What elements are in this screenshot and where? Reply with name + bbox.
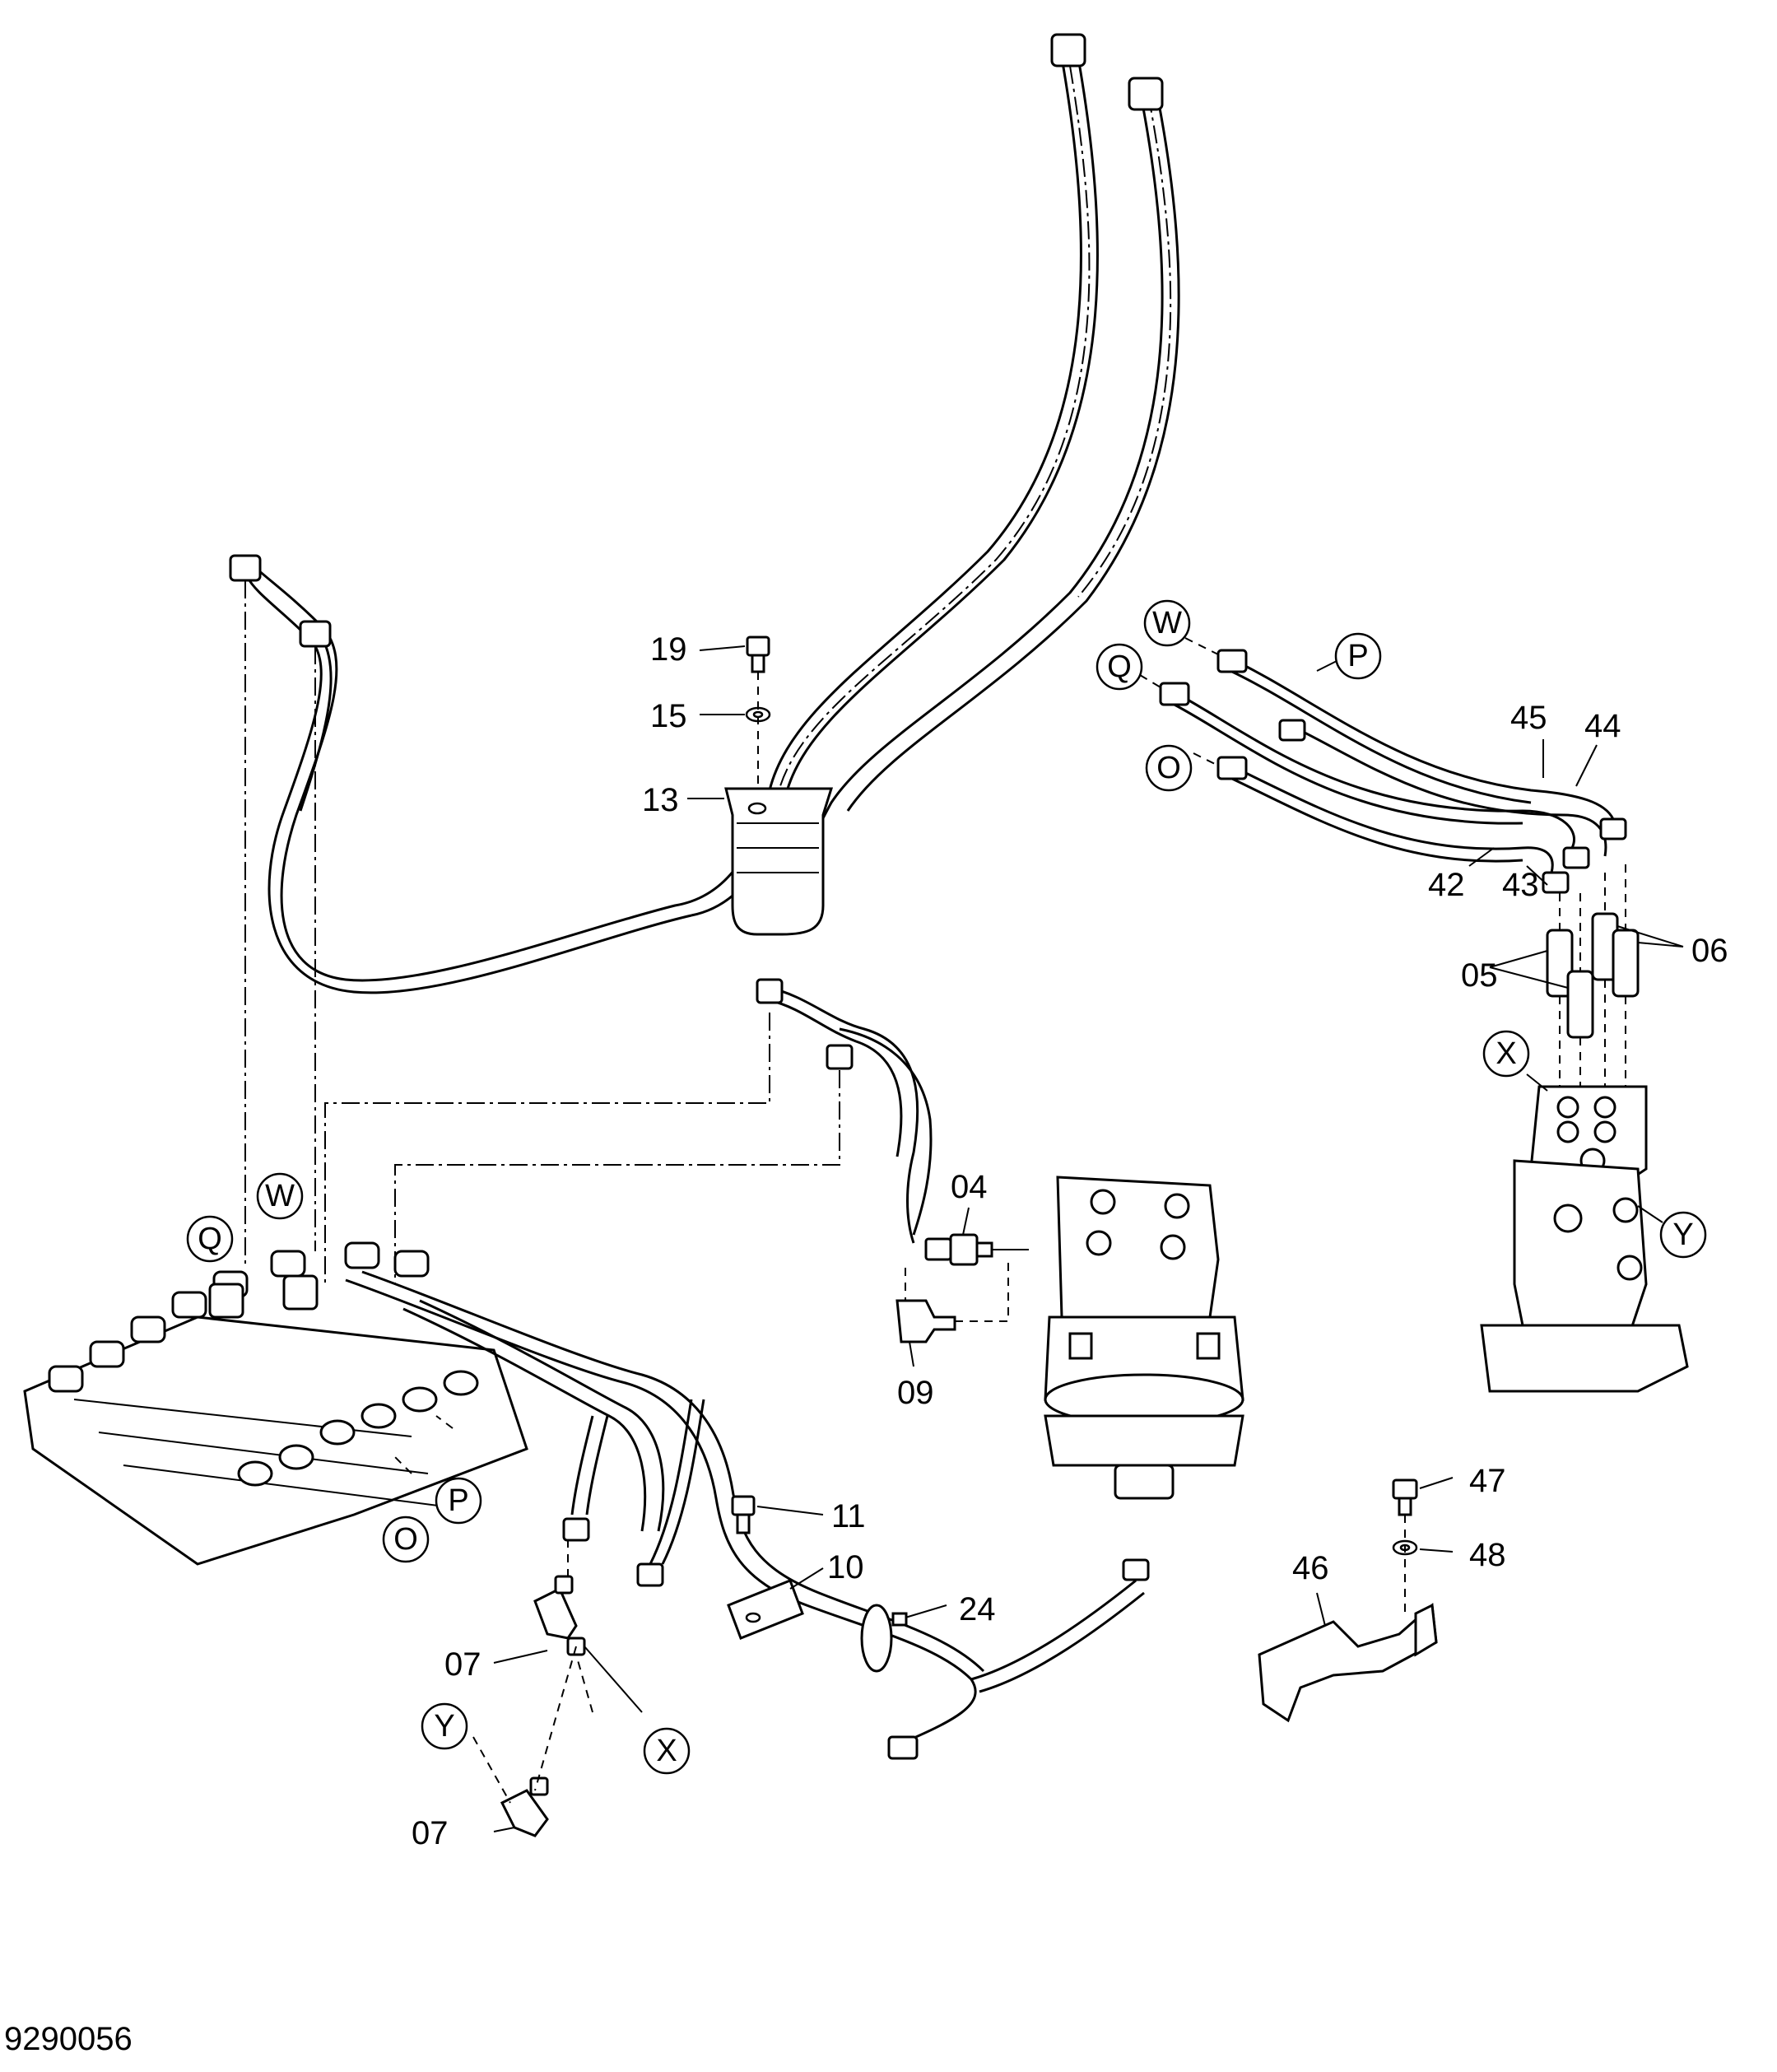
svg-text:Q: Q bbox=[198, 1222, 222, 1256]
label-43: 43 bbox=[1502, 867, 1539, 903]
svg-text:O: O bbox=[393, 1522, 418, 1557]
cable-tie-24 bbox=[860, 1604, 908, 1673]
bolt-47 bbox=[1392, 1478, 1418, 1516]
marker-o-right: O bbox=[1145, 744, 1193, 792]
label-19: 19 bbox=[650, 631, 687, 668]
pressure-switch-04 bbox=[924, 1233, 1029, 1266]
label-10: 10 bbox=[827, 1549, 864, 1585]
control-valve-block bbox=[23, 1241, 528, 1566]
svg-text:W: W bbox=[265, 1179, 295, 1213]
marker-p-left: P bbox=[435, 1477, 482, 1525]
svg-text:X: X bbox=[1496, 1036, 1516, 1071]
svg-text:W: W bbox=[1152, 606, 1182, 640]
marker-p-right: P bbox=[1334, 632, 1382, 680]
elbow-fitting-07-upper bbox=[533, 1539, 586, 1656]
marker-o-left: O bbox=[382, 1516, 430, 1563]
mid-hose-assembly bbox=[324, 978, 933, 1284]
marker-y-bottom: Y bbox=[421, 1702, 468, 1750]
marker-y-swivel: Y bbox=[1659, 1211, 1707, 1259]
label-09: 09 bbox=[897, 1375, 934, 1411]
marker-w-left: W bbox=[256, 1172, 304, 1220]
label-45: 45 bbox=[1510, 700, 1547, 736]
upper-hose-assembly bbox=[229, 33, 1180, 994]
label-24: 24 bbox=[959, 1591, 996, 1627]
right-hose-assembly bbox=[1159, 649, 1627, 894]
elbow-fitting-07-lower bbox=[500, 1646, 577, 1837]
label-04: 04 bbox=[951, 1169, 988, 1205]
svg-text:P: P bbox=[448, 1483, 468, 1518]
svg-text:P: P bbox=[1347, 639, 1368, 673]
label-15: 15 bbox=[650, 698, 687, 734]
hydraulic-motor bbox=[1044, 1176, 1244, 1500]
marker-w-right: W bbox=[1143, 599, 1191, 647]
svg-text:O: O bbox=[1156, 751, 1181, 785]
marker-q-right: Q bbox=[1096, 643, 1143, 691]
label-46: 46 bbox=[1292, 1550, 1329, 1586]
marker-x-swivel: X bbox=[1482, 1030, 1530, 1078]
marker-x-bottom: X bbox=[643, 1727, 691, 1775]
bolt-19 bbox=[746, 636, 770, 673]
label-13: 13 bbox=[642, 782, 679, 818]
label-07-upper: 07 bbox=[444, 1646, 481, 1683]
clamp-10 bbox=[727, 1579, 804, 1640]
label-48: 48 bbox=[1469, 1537, 1506, 1573]
connector-09 bbox=[895, 1259, 1009, 1343]
drawing-number: 9290056 bbox=[4, 2021, 133, 2057]
label-47: 47 bbox=[1469, 1463, 1506, 1499]
svg-text:Q: Q bbox=[1107, 650, 1132, 684]
label-06: 06 bbox=[1691, 933, 1728, 969]
bracket-46 bbox=[1258, 1602, 1438, 1723]
bolt-11 bbox=[731, 1495, 756, 1534]
label-07-lower: 07 bbox=[412, 1815, 449, 1851]
marker-q-left: Q bbox=[186, 1215, 234, 1263]
swivel-joint bbox=[1480, 1085, 1689, 1393]
label-44: 44 bbox=[1584, 708, 1621, 744]
svg-text:Y: Y bbox=[1672, 1218, 1693, 1252]
hose-clamp-13 bbox=[724, 787, 834, 936]
svg-text:Y: Y bbox=[434, 1709, 454, 1744]
label-42: 42 bbox=[1428, 867, 1465, 903]
label-11: 11 bbox=[831, 1498, 866, 1534]
adapters-05-06 bbox=[1546, 864, 1640, 1087]
label-05: 05 bbox=[1461, 957, 1498, 994]
svg-text:X: X bbox=[656, 1734, 677, 1768]
